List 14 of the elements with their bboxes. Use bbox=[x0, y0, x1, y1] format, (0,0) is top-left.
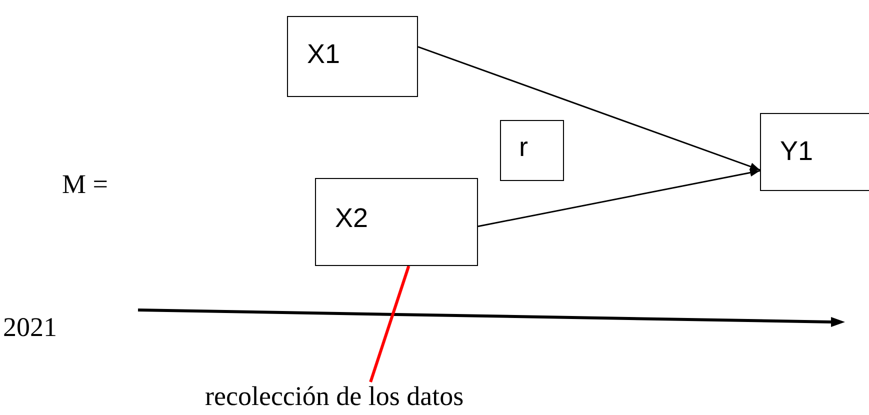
variable-label: r bbox=[519, 132, 528, 163]
variable-box bbox=[760, 113, 869, 191]
variable-label: X1 bbox=[307, 39, 340, 70]
year-label: 2021 bbox=[3, 313, 57, 343]
arrow bbox=[418, 46, 760, 171]
variable-label: X2 bbox=[335, 203, 368, 234]
leader-line bbox=[369, 266, 410, 382]
variable-box bbox=[287, 16, 418, 97]
equation-label: M = bbox=[62, 170, 108, 200]
variable-box bbox=[500, 120, 564, 181]
annotation-text: recolección de los datos bbox=[205, 382, 464, 412]
variable-box bbox=[315, 178, 478, 266]
arrow bbox=[478, 168, 760, 228]
variable-label: Y1 bbox=[780, 136, 814, 167]
